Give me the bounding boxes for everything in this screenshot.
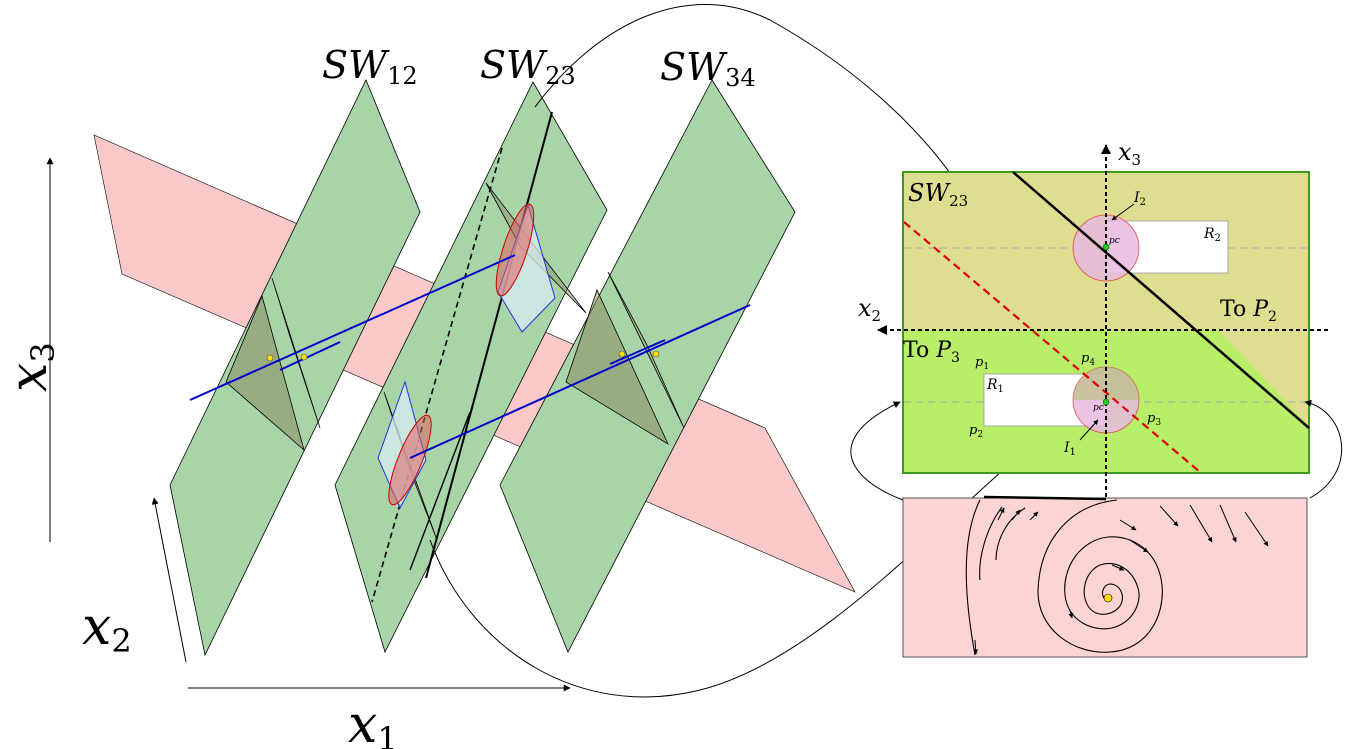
spiral-center-point: [1103, 593, 1113, 603]
sw23-solid-line-b: [409, 411, 471, 571]
label-p3: p3: [1147, 411, 1161, 428]
label-r2: R2: [1203, 226, 1221, 244]
arrow-i2: [1111, 203, 1135, 221]
panel-axis-x2-label: x2: [858, 294, 881, 325]
label-sw34: SW34: [660, 45, 756, 92]
sw23-solid-line-a: [425, 111, 553, 579]
axis-x1-label: x1: [348, 695, 398, 749]
switching-plane-sw23: [334, 81, 608, 654]
label-i2: I2: [1133, 190, 1146, 208]
red-ellipse-upper: [495, 203, 535, 297]
trajectory-upper-short: [279, 341, 341, 371]
label-sw23: SW23: [480, 43, 576, 90]
axis-x2-label: x2: [82, 597, 132, 660]
wedge-sw34-b: [607, 271, 685, 429]
wedge-sw34-a: [565, 288, 669, 446]
side-curve-left: [850, 401, 904, 501]
label-pc-lower: pc: [1093, 403, 1104, 413]
label-p4: p4: [1081, 351, 1095, 368]
switching-plane-sw34: [499, 79, 796, 653]
trajectory-lower-short: [609, 339, 666, 365]
point-pc-lower: [1102, 398, 1110, 406]
label-r1: R1: [986, 377, 1004, 395]
trajectory-lower: [409, 304, 751, 459]
point-sw12-a: [266, 354, 274, 362]
zoom-connector-curve: [534, 3, 956, 181]
arrow-i1: [1079, 419, 1099, 441]
red-ellipse-lower: [388, 414, 432, 506]
label-p1: p1: [975, 355, 989, 372]
label-i1: I1: [1063, 440, 1076, 458]
panel-axis-x3-label: x3: [1118, 138, 1141, 169]
flow-arrows: [973, 504, 1269, 655]
trajectory-upper: [189, 254, 516, 401]
side-curve-right: [1304, 399, 1343, 499]
label-to-p3: To P3: [903, 338, 960, 366]
label-p2: p2: [969, 423, 983, 440]
phase-portrait-top-edge: [983, 495, 1107, 501]
label-pc-upper: pc: [1109, 236, 1120, 246]
point-sw34-b: [652, 350, 660, 358]
switching-line-black: [1012, 171, 1310, 429]
point-sw12-b: [300, 353, 308, 361]
label-sw12: SW12: [322, 43, 418, 90]
panel-title-sw23: SW23: [908, 179, 968, 210]
switching-plane-sw12: [169, 79, 421, 657]
point-pc-upper: [1102, 243, 1110, 251]
axis-x3-label: x3: [0, 342, 62, 392]
label-to-p2: To P2: [1220, 297, 1277, 325]
sw23-dashed-line: [371, 147, 503, 603]
axis-x2-arrow: [151, 497, 187, 663]
phase-portrait-panel: [902, 497, 1308, 658]
point-sw34-a: [618, 350, 626, 358]
wedge-sw12-a: [225, 294, 305, 452]
